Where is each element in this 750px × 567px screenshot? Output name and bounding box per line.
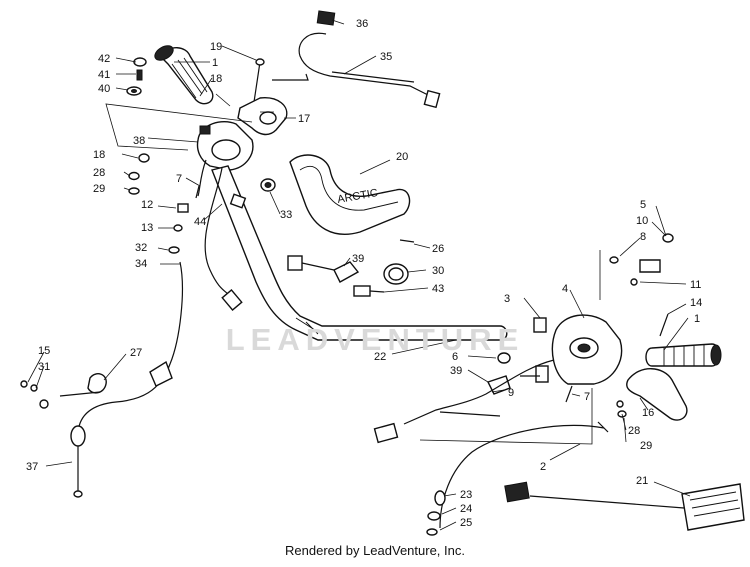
callout-30: 30 <box>432 265 444 277</box>
callout-23: 23 <box>460 489 472 501</box>
callout-29-right: 29 <box>640 440 652 452</box>
callout-11: 11 <box>690 279 701 291</box>
callout-18-left: 18 <box>93 149 105 161</box>
callout-22: 22 <box>374 351 386 363</box>
brake-cable <box>426 421 609 536</box>
callout-10: 10 <box>636 215 648 227</box>
left-hardware-stack <box>126 57 147 96</box>
credit-line: Rendered by LeadVenture, Inc. <box>285 543 465 558</box>
callouts: 42 41 40 19 1 18 36 35 17 38 18 28 29 7 … <box>26 18 702 529</box>
callout-24: 24 <box>460 503 472 515</box>
callout-4: 4 <box>562 283 568 295</box>
callout-5: 5 <box>640 199 646 211</box>
middle-connectors <box>287 239 415 297</box>
callout-32: 32 <box>135 242 147 254</box>
right-connectors <box>487 317 549 395</box>
callout-35: 35 <box>380 51 392 63</box>
handlebar <box>211 165 508 341</box>
switch-plug <box>221 289 243 311</box>
callout-34: 34 <box>135 258 147 270</box>
callout-20: 20 <box>396 151 408 163</box>
throttle-block <box>237 97 288 136</box>
callout-16: 16 <box>642 407 654 419</box>
grip-heater <box>504 481 745 531</box>
left-grip <box>154 45 214 105</box>
callout-38: 38 <box>133 135 145 147</box>
callout-8: 8 <box>640 231 646 243</box>
callout-7-left: 7 <box>176 173 182 185</box>
grommet-44 <box>229 193 247 209</box>
callout-37: 37 <box>26 461 38 473</box>
callout-18-top: 18 <box>210 73 222 85</box>
callout-3: 3 <box>504 293 510 305</box>
callout-41: 41 <box>98 69 110 81</box>
callout-1-left: 1 <box>212 57 218 69</box>
right-grip <box>645 343 722 367</box>
callout-43: 43 <box>432 283 444 295</box>
callout-17: 17 <box>298 113 310 125</box>
right-hardware <box>565 233 674 418</box>
callout-33: 33 <box>280 209 292 221</box>
callout-13: 13 <box>141 222 153 234</box>
switch-wire <box>204 167 235 301</box>
callout-19: 19 <box>210 41 222 53</box>
callout-27: 27 <box>130 347 142 359</box>
brake-lever <box>626 368 688 421</box>
callout-28-left: 28 <box>93 167 105 179</box>
brake-housing <box>551 314 623 385</box>
callout-39-mid: 39 <box>352 253 364 265</box>
callout-29-left: 29 <box>93 183 105 195</box>
callout-1-right: 1 <box>694 313 700 325</box>
callout-2: 2 <box>540 461 546 473</box>
callout-15: 15 <box>38 345 50 357</box>
callout-14: 14 <box>690 297 702 309</box>
left-small-parts <box>128 153 200 254</box>
callout-6: 6 <box>452 351 458 363</box>
heater-lead <box>298 10 441 109</box>
callout-42: 42 <box>98 53 110 65</box>
callout-28-right: 28 <box>628 425 640 437</box>
bolt-19 <box>253 61 261 103</box>
callout-25: 25 <box>460 517 472 529</box>
callout-44: 44 <box>194 216 206 228</box>
callout-39-right: 39 <box>450 365 462 377</box>
brake-harness <box>373 359 555 444</box>
callout-31: 31 <box>38 361 50 373</box>
callout-12: 12 <box>141 199 153 211</box>
callout-40: 40 <box>98 83 110 95</box>
callout-9: 9 <box>508 387 514 399</box>
hand-guard: ARCTIC <box>289 154 411 235</box>
switch-housing <box>196 121 254 171</box>
callout-7-right: 7 <box>584 391 590 403</box>
throttle-cable <box>20 261 183 498</box>
callout-21: 21 <box>636 475 648 487</box>
grommet-33 <box>260 178 276 192</box>
callout-36: 36 <box>356 18 368 30</box>
callout-26: 26 <box>432 243 444 255</box>
